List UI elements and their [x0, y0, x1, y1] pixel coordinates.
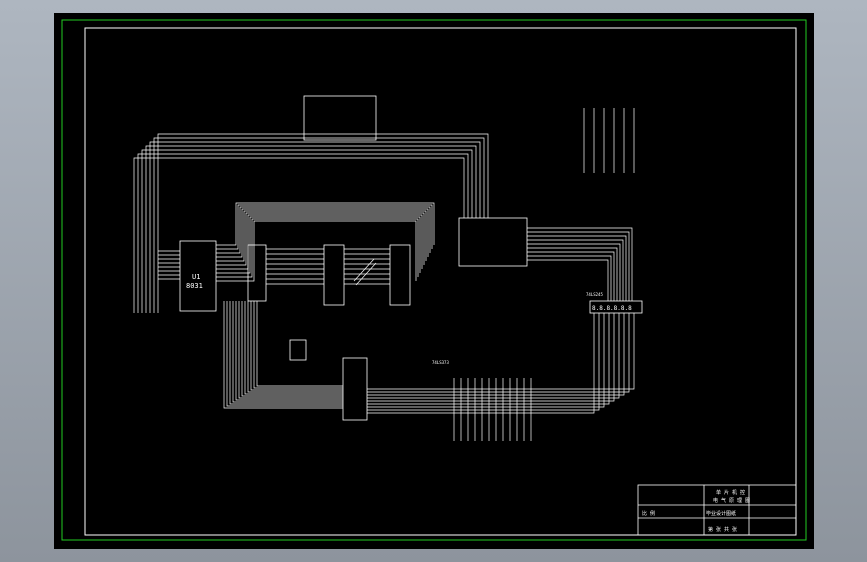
inner-border [84, 27, 797, 536]
latch-part-label: 74LS373 [432, 360, 449, 365]
ic-buffer [342, 357, 368, 421]
ic-small [289, 339, 307, 361]
ic-middle [323, 244, 345, 306]
mcu-part-label: 8031 [186, 282, 203, 290]
drawing-sheet: U1 8031 74LS373 74LS245 8.8.8.8.8.8 单 片 … [54, 13, 814, 549]
outer-border [61, 19, 807, 541]
display-label: 8.8.8.8.8.8 [592, 305, 632, 312]
mcu-chip [179, 240, 217, 312]
reset-circuit [303, 95, 377, 141]
ic-latch-left [247, 244, 267, 302]
seven-segment-display [589, 300, 643, 314]
schematic-canvas: U1 8031 74LS373 74LS245 8.8.8.8.8.8 单 片 … [61, 19, 807, 541]
title-line2: 电 气 原 理 图 [713, 497, 750, 504]
ic-keyboard-controller [458, 217, 528, 267]
drawing-number: 毕业设计图纸 [706, 510, 736, 517]
title-line1: 单 片 机 控 [716, 489, 745, 496]
ic-right [389, 244, 411, 306]
title-block [637, 484, 797, 536]
buffer-part-label: 74LS245 [586, 292, 603, 297]
sheet-number: 第 张 共 张 [708, 526, 737, 533]
scale-label: 比 例 [642, 510, 655, 517]
mcu-ref-label: U1 [192, 273, 200, 281]
